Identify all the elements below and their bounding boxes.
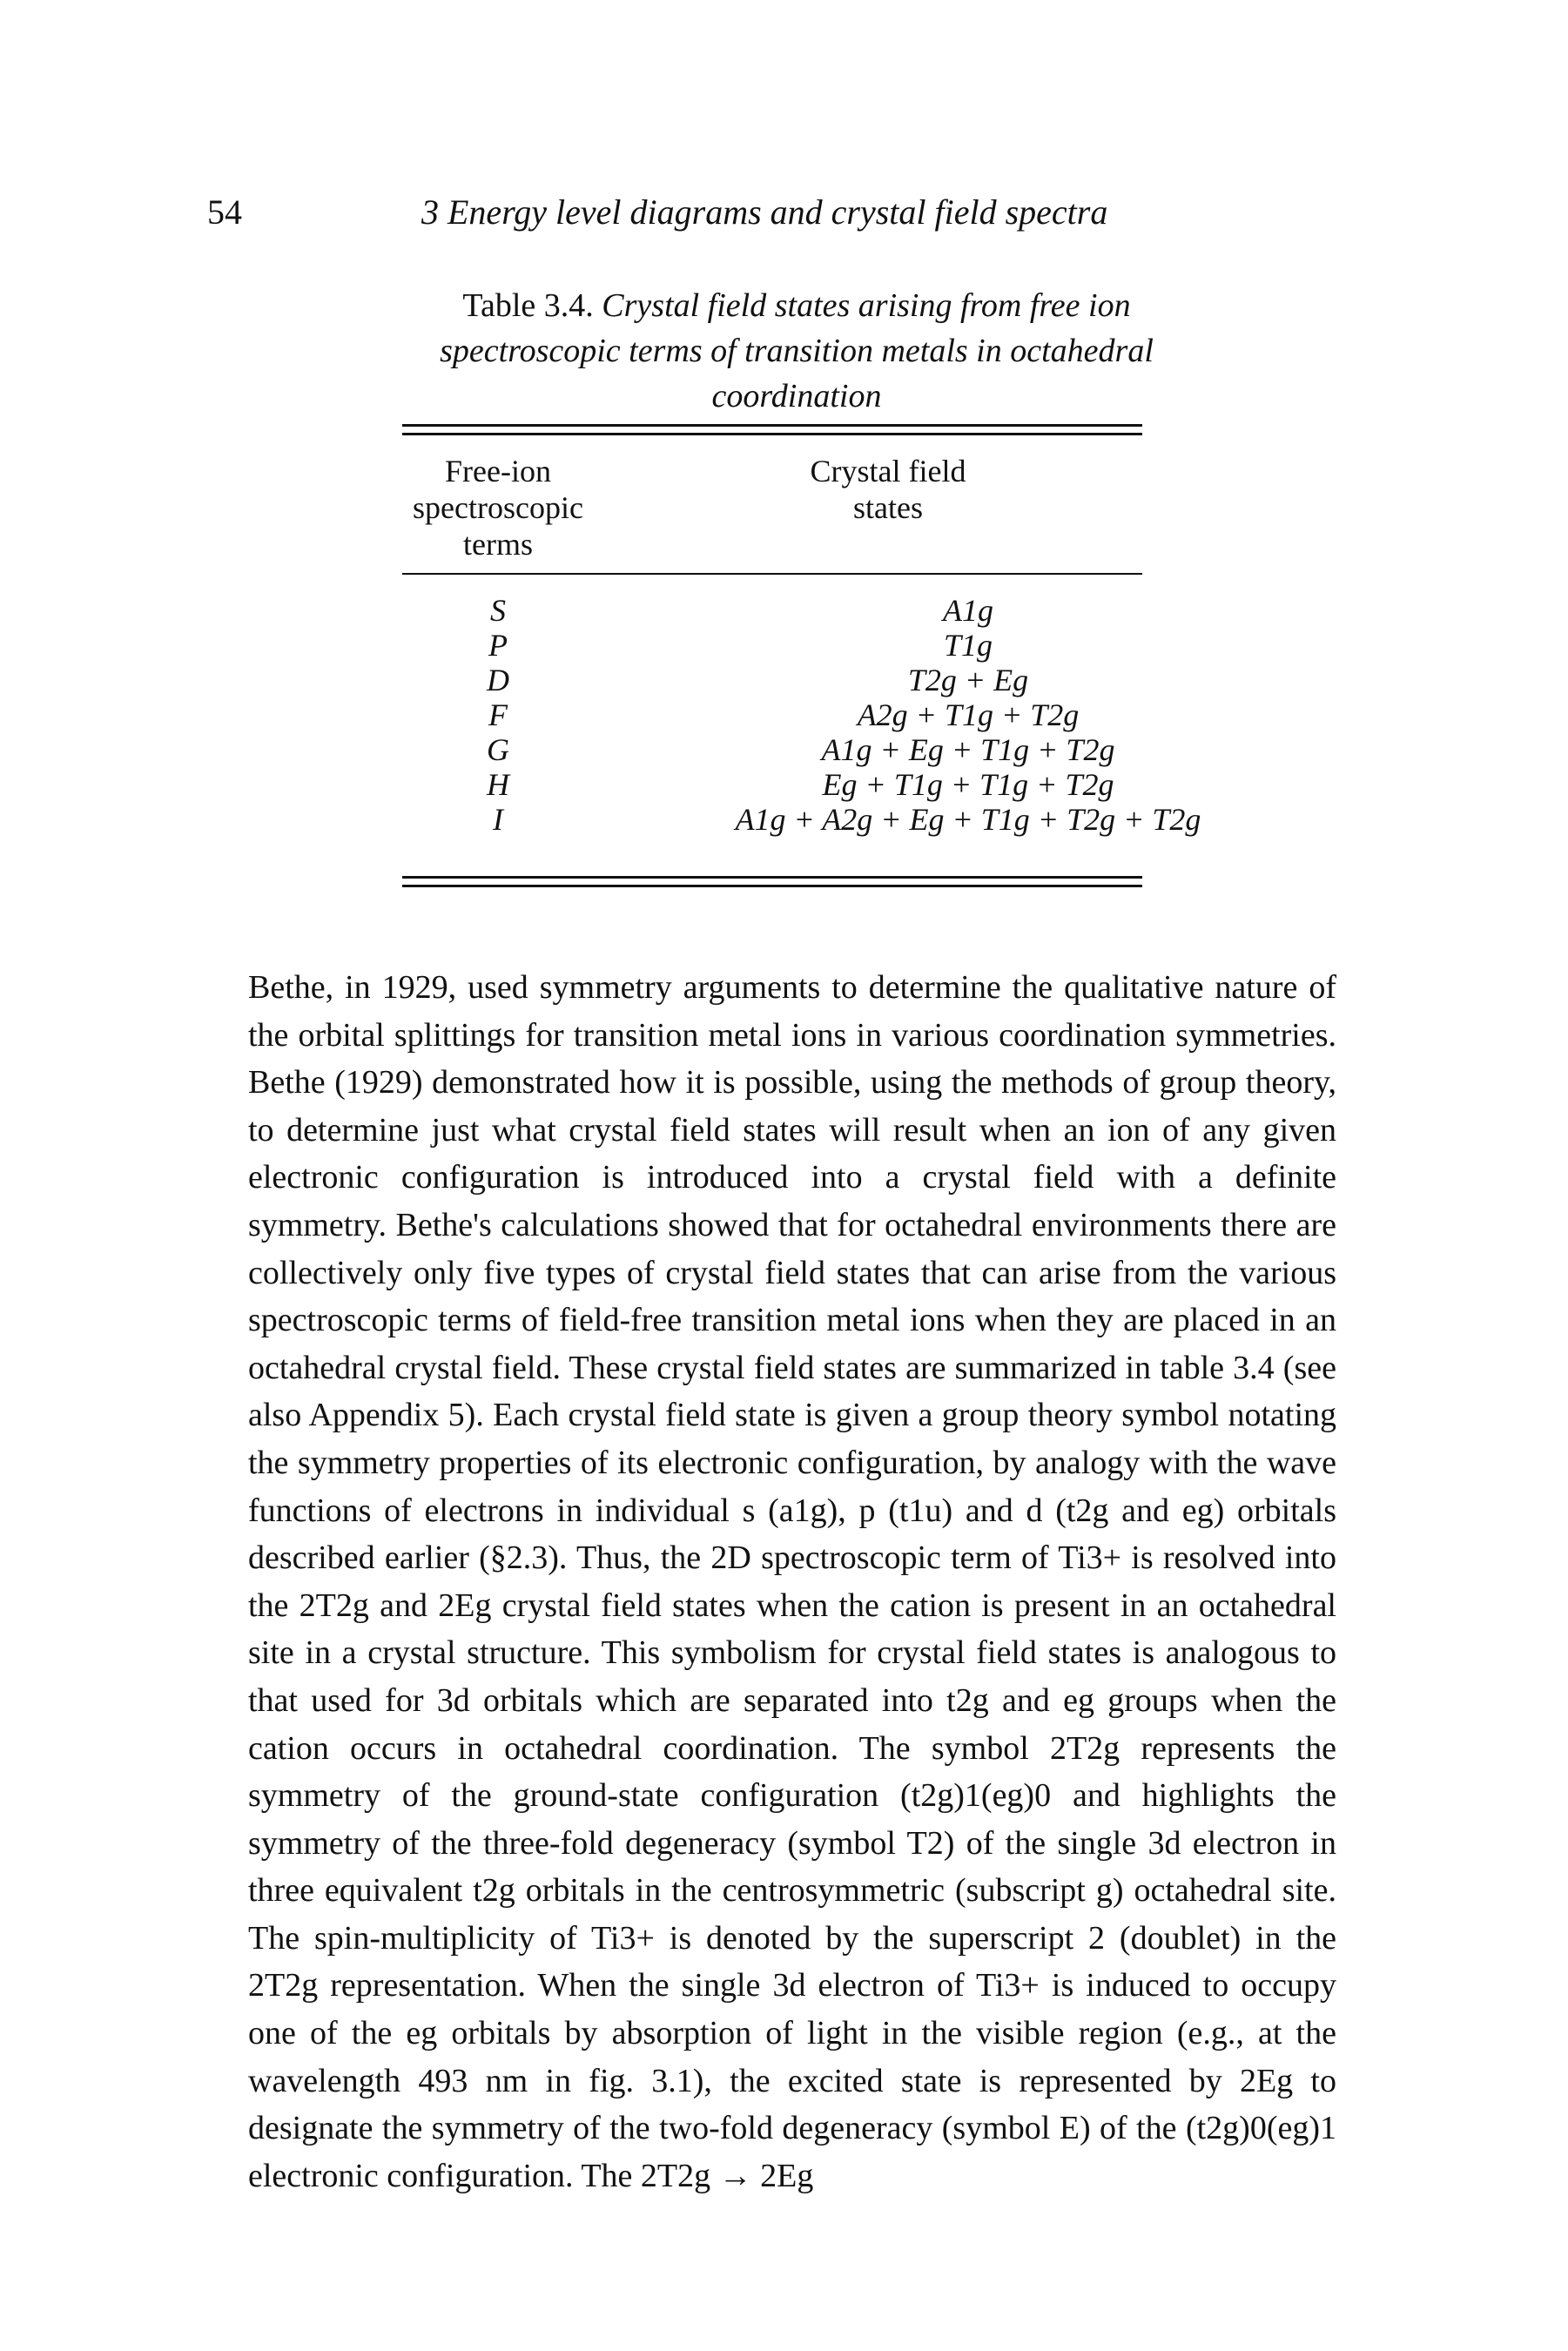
table-caption: Table 3.4. Crystal field states arising … <box>409 283 1184 419</box>
states-cell: A1g + A2g + Eg + T1g + T2g + T2g <box>735 802 1201 837</box>
column-header-line: Crystal field <box>810 454 966 488</box>
table-caption-title: Crystal field states arising from free i… <box>440 287 1154 414</box>
running-title: 3 Energy level diagrams and crystal fiel… <box>421 192 1108 232</box>
states-cell: T2g + Eg <box>907 663 1029 697</box>
table-row: P T1g <box>402 627 1177 664</box>
page-number: 54 <box>207 192 242 232</box>
states-cell: A1g + Eg + T1g + T2g <box>821 732 1115 767</box>
states-cell: A1g <box>943 593 993 628</box>
column-header-crystal-field-states: Crystal field states <box>731 453 1045 526</box>
states-cell: T1g <box>943 628 993 663</box>
body-paragraph-container: Bethe, in 1929, used symmetry arguments … <box>248 964 1336 2199</box>
term-cell: D <box>487 663 509 697</box>
table-row: D T2g + Eg <box>402 662 1177 698</box>
table-top-rule <box>402 424 1142 427</box>
table-bottom-rule <box>402 876 1142 879</box>
table-row: S A1g <box>402 592 1177 629</box>
table-row: H Eg + T1g + T1g + T2g <box>402 766 1177 803</box>
term-cell: P <box>488 628 508 663</box>
term-cell: H <box>487 767 509 802</box>
column-header-line: spectroscopic <box>413 490 583 525</box>
table-row: F A2g + T1g + T2g <box>402 697 1177 733</box>
table-caption-label: Table 3.4. <box>462 287 594 324</box>
term-cell: F <box>488 697 508 732</box>
column-header-free-ion-terms: Free-ion spectroscopic terms <box>402 453 594 562</box>
table-header-rule <box>402 573 1142 575</box>
table-row: I A1g + A2g + Eg + T1g + T2g + T2g <box>402 801 1201 838</box>
column-header-line: Free-ion <box>445 454 551 488</box>
table-bottom-rule-2 <box>402 885 1142 887</box>
states-cell: A2g + T1g + T2g <box>857 697 1080 732</box>
body-paragraph: Bethe, in 1929, used symmetry arguments … <box>248 969 1336 2194</box>
table-top-rule-2 <box>402 433 1142 435</box>
term-cell: G <box>487 732 509 767</box>
term-cell: S <box>490 593 506 628</box>
column-header-line: terms <box>463 527 533 562</box>
table-row: G A1g + Eg + T1g + T2g <box>402 731 1177 768</box>
column-header-line: states <box>853 490 923 525</box>
term-cell: I <box>493 802 503 837</box>
states-cell: Eg + T1g + T1g + T2g <box>822 767 1114 802</box>
